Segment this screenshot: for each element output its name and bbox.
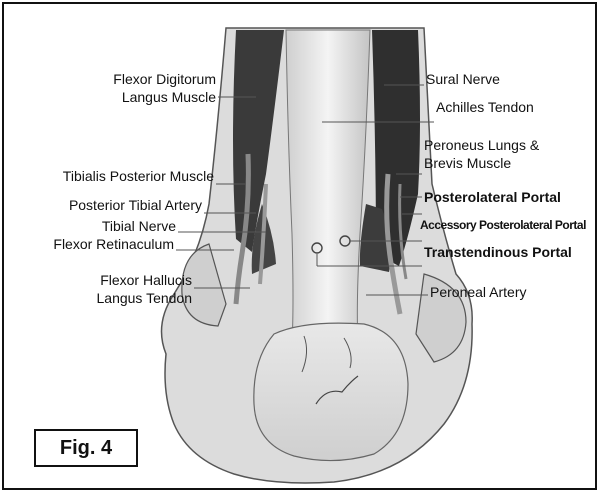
achilles-tendon xyxy=(286,30,370,344)
label-achilles-tendon: Achilles Tendon xyxy=(436,99,534,116)
label-tibialis-posterior: Tibialis Posterior Muscle xyxy=(6,168,214,185)
label-accessory-posterolateral-portal: Accessory Posterolateral Portal xyxy=(420,217,586,234)
label-flexor-hallucis-2: Langus Tendon xyxy=(64,290,192,307)
label-peroneus-1: Peroneus Lungs & xyxy=(424,137,539,154)
label-peroneus-2: Brevis Muscle xyxy=(424,155,511,172)
label-flexor-hallucis-1: Flexor Hallucis xyxy=(64,272,192,289)
figure-label: Fig. 4 xyxy=(34,429,138,467)
label-flexor-digitorum-1: Flexor Digitorum xyxy=(84,71,216,88)
label-tibial-nerve: Tibial Nerve xyxy=(6,218,176,235)
label-flexor-retinaculum: Flexor Retinaculum xyxy=(6,236,174,253)
label-peroneal-artery: Peroneal Artery xyxy=(430,284,527,301)
label-sural-nerve: Sural Nerve xyxy=(426,71,500,88)
label-transtendinous-portal: Transtendinous Portal xyxy=(424,244,572,261)
label-flexor-digitorum-2: Langus Muscle xyxy=(84,89,216,106)
label-posterolateral-portal: Posterolateral Portal xyxy=(424,189,561,206)
label-posterior-tibial-artery: Posterior Tibial Artery xyxy=(6,197,202,214)
